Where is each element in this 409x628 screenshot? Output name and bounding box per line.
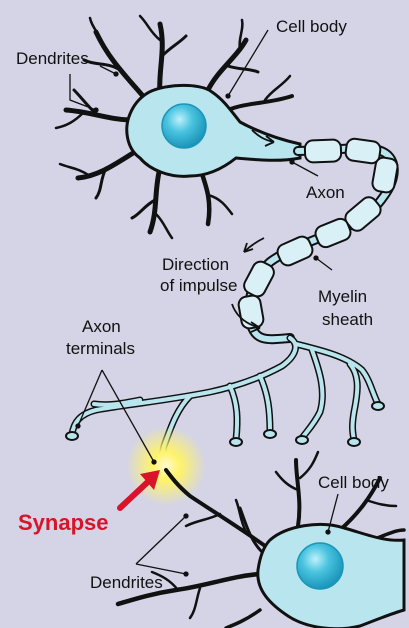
label-dendrites-bottom: Dendrites bbox=[90, 573, 163, 592]
label-cell-body-bottom: Cell body bbox=[318, 473, 389, 492]
label-direction-line1: Direction bbox=[162, 255, 229, 274]
label-axon: Axon bbox=[306, 183, 345, 202]
label-myelin-line1: Myelin bbox=[318, 287, 367, 306]
label-synapse: Synapse bbox=[18, 510, 109, 535]
top-nucleus bbox=[162, 104, 206, 148]
label-myelin-line2: sheath bbox=[322, 310, 373, 329]
label-axon-terminals-line2: terminals bbox=[66, 339, 135, 358]
bottom-nucleus bbox=[297, 543, 343, 589]
label-cell-body-top: Cell body bbox=[276, 17, 347, 36]
label-direction-line2: of impulse bbox=[160, 276, 237, 295]
label-dendrites-top: Dendrites bbox=[16, 49, 89, 68]
label-axon-terminals-line1: Axon bbox=[82, 317, 121, 336]
